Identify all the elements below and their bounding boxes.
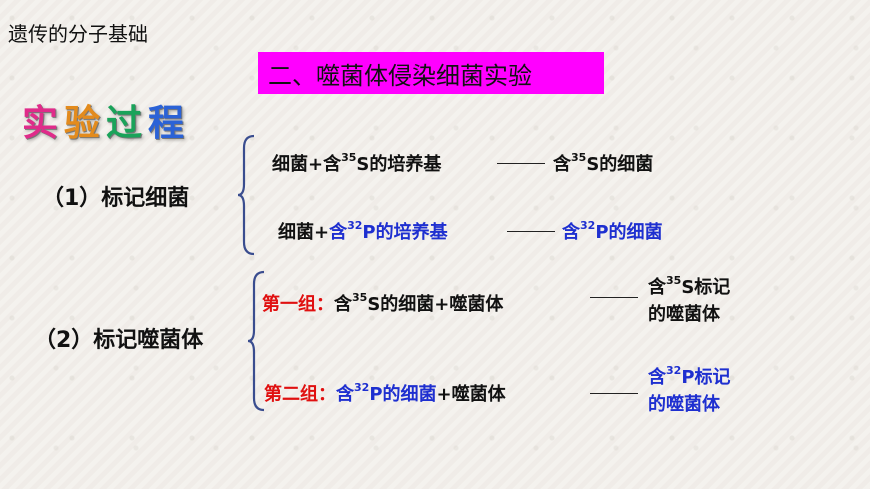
section1-label: （1）标记细菌 — [42, 186, 190, 211]
wordart-char-1: 实 — [22, 102, 65, 144]
group1-connector — [590, 297, 638, 298]
group2-text: 第二组：含32P的细菌+噬菌体 — [264, 381, 506, 405]
wordart-subtitle: 实验过程 — [22, 94, 190, 146]
group2-connector — [590, 393, 638, 394]
section1-row1-right: 含35S的细菌 — [553, 151, 654, 175]
section1-row1-connector — [497, 163, 545, 164]
group1-result: 含35S标记 的噬菌体 — [648, 274, 731, 325]
section2-label: （2）标记噬菌体 — [34, 328, 204, 353]
wordart-char-3: 过 — [106, 102, 149, 144]
course-title: 遗传的分子基础 — [8, 22, 148, 46]
slide-title: 二、噬菌体侵染细菌实验 — [268, 61, 532, 90]
section1-brace — [237, 134, 255, 256]
section1-row2-right: 含32P的细菌 — [562, 219, 663, 243]
section1-row1-left: 细菌+含35S的培养基 — [272, 151, 442, 175]
group2-result: 含32P标记 的噬菌体 — [648, 364, 731, 415]
section2-brace — [247, 270, 265, 412]
wordart-char-2: 验 — [64, 102, 107, 144]
section1-row2-connector — [507, 231, 555, 232]
wordart-char-4: 程 — [148, 102, 191, 144]
group1-text: 第一组：含35S的细菌+噬菌体 — [262, 291, 504, 315]
slide-title-box: 二、噬菌体侵染细菌实验 — [258, 52, 604, 94]
section1-row2-left: 细菌+含32P的培养基 — [278, 219, 448, 243]
